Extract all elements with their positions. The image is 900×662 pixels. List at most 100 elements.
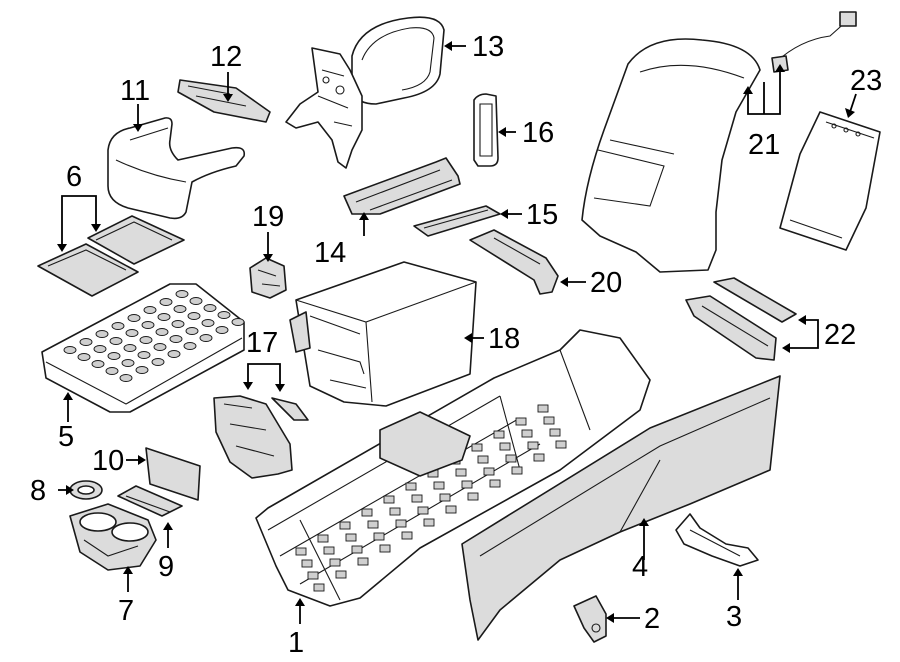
part-18-console-bin — [289, 261, 477, 407]
tray-cell — [107, 352, 121, 360]
part-5-storage-tray — [41, 283, 245, 413]
tray-cell — [175, 290, 189, 298]
frame-cell — [423, 518, 435, 527]
frame-cell — [317, 534, 329, 543]
callout-17: 17 — [246, 327, 278, 359]
frame-cell — [345, 533, 357, 542]
tray-cell — [143, 306, 157, 314]
frame-cell — [339, 521, 351, 530]
tray-cell — [173, 305, 187, 313]
frame-cell — [351, 545, 363, 554]
frame-cell — [379, 544, 391, 553]
frame-cell — [527, 441, 539, 450]
frame-cell — [373, 532, 385, 541]
tray-cell — [137, 351, 151, 359]
tray-cell — [135, 366, 149, 374]
tray-cell — [157, 313, 171, 321]
part-7-cup-holder — [69, 503, 157, 571]
callout-6: 6 — [66, 161, 82, 193]
frame-cell — [489, 479, 501, 488]
callout-14: 14 — [314, 237, 346, 269]
part-9-mat — [117, 485, 183, 517]
tray-cell — [201, 319, 215, 327]
tray-cell — [217, 311, 231, 319]
callout-13: 13 — [472, 31, 504, 63]
part-12-trim-panel — [177, 79, 271, 123]
part-22-trim-strips — [685, 277, 797, 361]
tray-cell — [155, 328, 169, 336]
frame-cell — [515, 417, 527, 426]
part-11-armrest-cover — [107, 117, 246, 220]
tray-cell — [123, 344, 137, 352]
frame-cell — [411, 494, 423, 503]
frame-cell — [477, 455, 489, 464]
callout-11: 11 — [120, 75, 150, 107]
callout-12: 12 — [210, 41, 242, 73]
part-13-armrest-lid — [285, 16, 445, 169]
part-19-clip — [249, 257, 287, 299]
frame-cell — [511, 466, 523, 475]
frame-cell — [301, 559, 313, 568]
frame-cell — [395, 519, 407, 528]
callout-21: 21 — [748, 129, 780, 161]
tray-cell — [119, 374, 133, 382]
tray-cell — [109, 337, 123, 345]
frame-cell — [549, 428, 561, 437]
part-1-console-frame — [255, 329, 651, 607]
frame-cell — [367, 520, 379, 529]
tray-cell — [187, 312, 201, 320]
frame-cell — [445, 505, 457, 514]
callout-8: 8 — [30, 475, 46, 507]
frame-cell — [455, 468, 467, 477]
part-14-bracket — [343, 157, 461, 215]
frame-cell — [307, 571, 319, 580]
callout-15: 15 — [526, 199, 558, 231]
tray-cell — [169, 335, 183, 343]
tray-cell — [183, 342, 197, 350]
frame-cell — [505, 454, 517, 463]
tray-cell — [63, 346, 77, 354]
tray-cell — [105, 367, 119, 375]
callout-16: 16 — [522, 117, 554, 149]
tray-cell — [141, 321, 155, 329]
tray-cell — [171, 320, 185, 328]
part-17-bracket — [213, 395, 309, 479]
frame-cell — [555, 440, 567, 449]
callout-19: 19 — [252, 201, 284, 233]
frame-cell — [405, 482, 417, 491]
tray-cell — [139, 336, 153, 344]
part-6-mats — [37, 215, 185, 297]
frame-cell — [493, 430, 505, 439]
callout-7: 7 — [118, 595, 134, 627]
frame-cell — [401, 531, 413, 540]
tray-cell — [153, 343, 167, 351]
tray-cell — [95, 330, 109, 338]
frame-cell — [543, 416, 555, 425]
frame-cell — [361, 508, 373, 517]
tray-cell — [127, 314, 141, 322]
frame-cell — [499, 442, 511, 451]
part-23-module — [779, 111, 881, 251]
tray-cell — [159, 298, 173, 306]
frame-cell — [383, 495, 395, 504]
frame-cell — [295, 547, 307, 556]
part-3-bracket — [675, 513, 759, 567]
leader-lines — [57, 41, 857, 624]
part-15-trim-strip — [413, 205, 501, 237]
tray-cell — [77, 353, 91, 361]
frame-cell — [313, 583, 325, 592]
callout-9: 9 — [158, 551, 174, 583]
frame-cell — [467, 492, 479, 501]
tray-cell — [185, 327, 199, 335]
tray-cell — [91, 360, 105, 368]
frame-cell — [471, 443, 483, 452]
tray-cell — [79, 338, 93, 346]
tray-cell — [215, 326, 229, 334]
callout-4: 4 — [632, 551, 648, 583]
part-2-bracket — [573, 595, 607, 643]
callout-2: 2 — [644, 603, 660, 635]
frame-cell — [433, 481, 445, 490]
frame-cell — [357, 557, 369, 566]
callout-18: 18 — [488, 323, 520, 355]
